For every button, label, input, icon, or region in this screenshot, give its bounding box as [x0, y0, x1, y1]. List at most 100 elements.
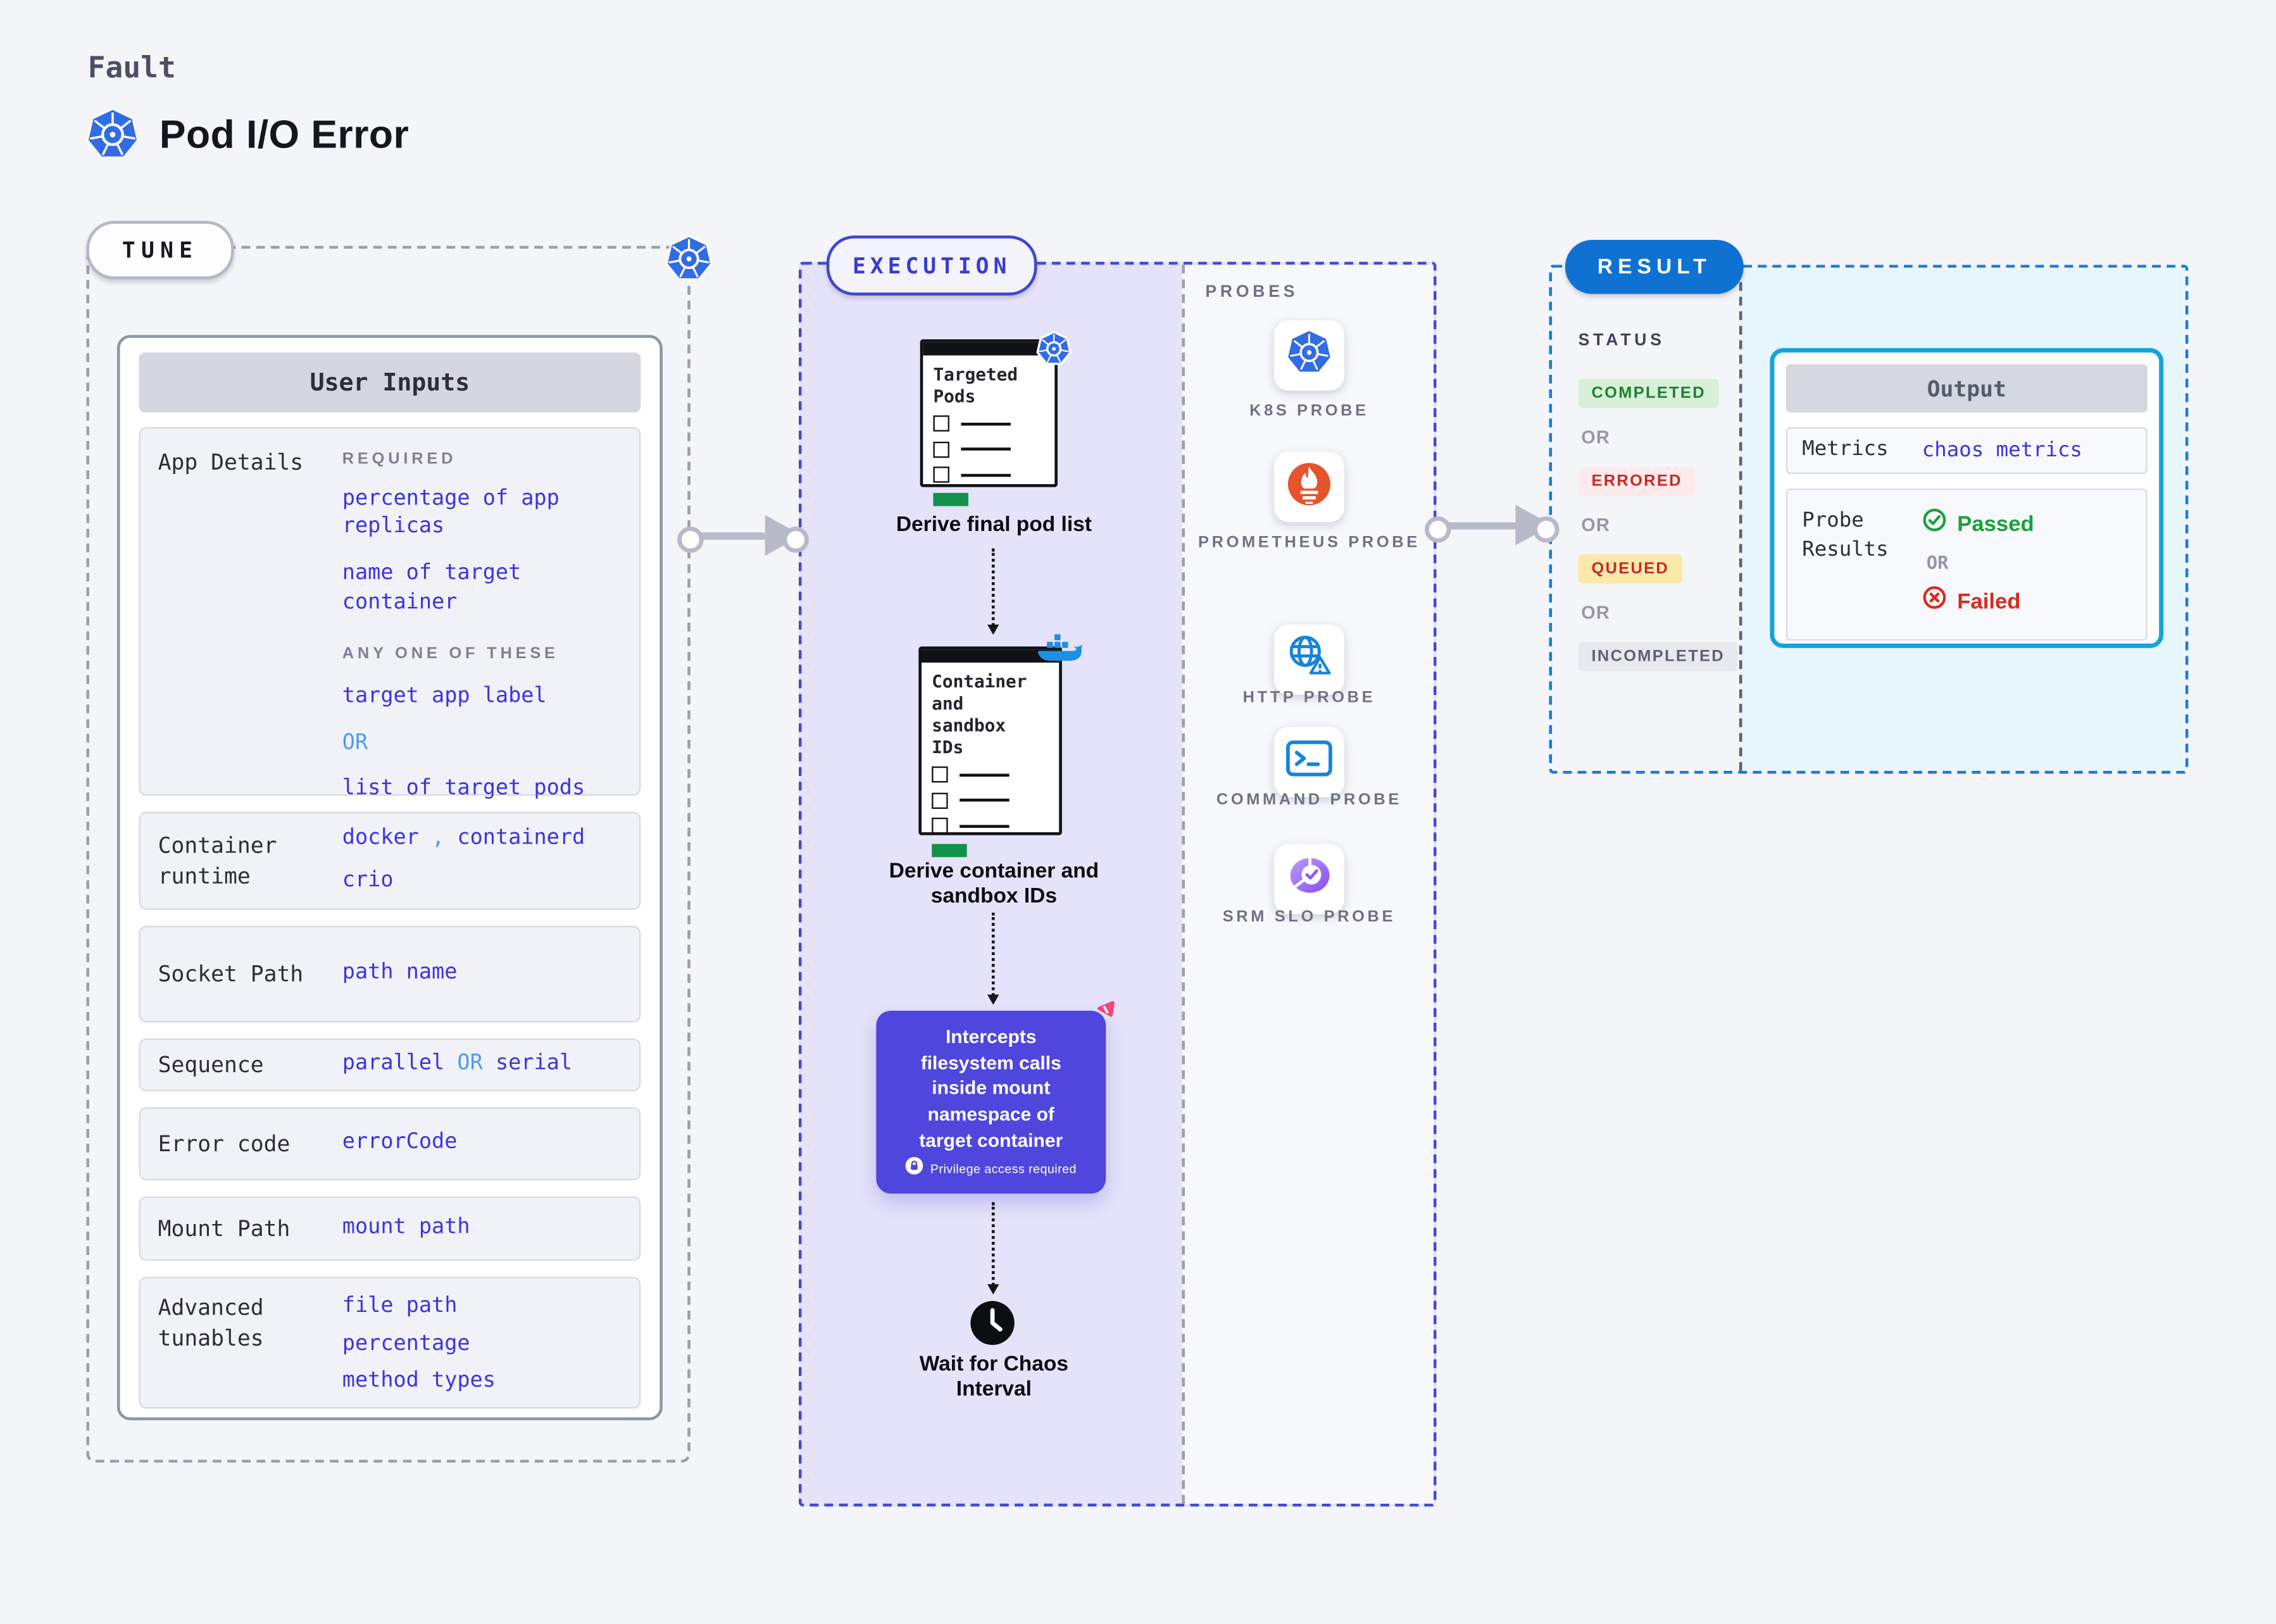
probes-panel: PROBES K8S PROBE PROMETHEUS PROBE HTTP P…	[1182, 265, 1434, 1504]
checkbox-icon	[932, 817, 948, 834]
arrow-line	[690, 532, 767, 539]
list-line	[961, 422, 1011, 425]
advanced-tunables-values: file path percentage method types	[322, 1293, 603, 1392]
dotted-connector	[986, 913, 999, 1005]
runtime-separator: ,	[432, 827, 445, 851]
step-caption: Derive container and sandbox IDs	[801, 860, 1186, 911]
probe-card-prometheus	[1273, 452, 1344, 523]
execution-section: EXECUTION Targeted Pods Derive final pod…	[798, 235, 1437, 1507]
option-item: list of target pods	[342, 777, 585, 801]
failed-x-icon	[1922, 585, 1947, 617]
runtime-value: docker	[342, 827, 419, 851]
clipboard-checklist	[923, 408, 1054, 483]
tune-label-text: TUNE	[122, 237, 199, 263]
runtime-value: containerd	[457, 827, 585, 851]
privilege-note-text: Privilege access required	[930, 1161, 1077, 1177]
probe-label: COMMAND PROBE	[1216, 791, 1403, 809]
status-badge-completed: COMPLETED	[1578, 378, 1719, 408]
result-section-label: RESULT	[1565, 240, 1744, 294]
fault-kicker: Fault	[87, 49, 176, 85]
result-label-text: RESULT	[1597, 255, 1711, 279]
green-bar	[932, 843, 967, 857]
or-separator: OR	[457, 1052, 483, 1076]
socket-path-value: path name	[342, 961, 458, 985]
row-mount-path: Mount Path mount path	[139, 1196, 641, 1261]
step-targeted-pods: Targeted Pods	[920, 330, 1072, 506]
or-separator: OR	[1581, 603, 1610, 623]
user-inputs-card: User Inputs App Details REQUIRED percent…	[116, 335, 663, 1421]
output-card: Output Metrics chaos metrics Probe Resul…	[1770, 348, 2164, 648]
output-header: Output	[1785, 364, 2148, 413]
probe-card-k8s	[1273, 320, 1344, 391]
status-heading: STATUS	[1578, 332, 1665, 350]
green-bar	[933, 492, 968, 506]
clipboard-checklist	[922, 759, 1059, 834]
step-caption-text: Wait for Chaos Interval	[919, 1352, 1069, 1402]
socket-path-label: Socket Path	[158, 960, 304, 987]
step-caption-text: Derive container and sandbox IDs	[889, 859, 1099, 909]
list-line	[960, 798, 1010, 802]
app-details-label: App Details	[158, 449, 304, 476]
checkbox-icon	[932, 766, 948, 783]
privilege-note: Privilege access required	[876, 1156, 1106, 1182]
row-error-code: Error code errorCode	[139, 1107, 641, 1181]
terminal-icon	[1285, 740, 1332, 784]
checkbox-icon	[933, 440, 949, 458]
container-runtime-values: docker , containerd crio	[322, 825, 603, 896]
lock-icon	[905, 1156, 923, 1182]
result-section: RESULT STATUS COMPLETED OR ERRORED OR QU…	[1549, 240, 2189, 774]
mount-path-label: Mount Path	[158, 1215, 291, 1241]
list-line	[961, 473, 1011, 477]
clipboard-title: Targeted Pods	[933, 364, 1018, 407]
clipboard-top-bar	[923, 342, 1055, 356]
or-separator: OR	[1581, 515, 1610, 535]
dotted-connector	[986, 1202, 999, 1295]
status-badge-incompleted: INCOMPLETED	[1578, 642, 1738, 671]
dotted-connector	[986, 548, 999, 635]
step-container-sandbox-ids: Container and sandbox IDs	[918, 634, 1083, 857]
kubernetes-icon	[1285, 328, 1332, 383]
arrow-end-ring	[1533, 516, 1560, 543]
status-badge-queued: QUEUED	[1578, 554, 1682, 584]
intercept-text: Intercepts filesystem calls inside mount…	[919, 1025, 1063, 1151]
arrow-line	[1437, 521, 1517, 529]
list-line	[961, 447, 1011, 451]
advanced-value: file path	[342, 1294, 458, 1318]
execution-section-label: EXECUTION	[826, 235, 1037, 296]
passed-check-icon	[1922, 508, 1947, 540]
kubernetes-icon	[85, 107, 141, 163]
kubernetes-icon	[1035, 330, 1072, 374]
probe-label: K8S PROBE	[1249, 402, 1369, 420]
clock-icon	[970, 1301, 1015, 1353]
required-item: percentage of app replicas	[342, 487, 560, 539]
checkbox-icon	[932, 792, 948, 808]
probe-card-command	[1273, 727, 1344, 797]
kubernetes-icon	[664, 234, 714, 284]
metrics-value: chaos metrics	[1922, 439, 2083, 463]
litmus-chaos-icon	[1094, 999, 1118, 1030]
row-advanced-tunables: Advanced tunables file path percentage m…	[139, 1277, 641, 1409]
sequence-label: Sequence	[158, 1051, 264, 1078]
mount-path-value: mount path	[342, 1216, 470, 1240]
execution-to-result-arrow	[1425, 503, 1560, 547]
checkbox-icon	[933, 466, 949, 483]
execution-label-text: EXECUTION	[853, 252, 1011, 279]
probe-label: HTTP PROBE	[1242, 689, 1376, 707]
required-item: name of target container	[342, 561, 522, 614]
clipboard-title: Container and sandbox IDs	[932, 671, 1027, 758]
status-badge-errored: ERRORED	[1578, 466, 1696, 496]
metrics-row: Metrics chaos metrics	[1785, 427, 2148, 474]
clipboard-top-bar	[921, 649, 1060, 663]
tune-section: TUNE User Inputs App Details REQUIRED pe…	[86, 220, 713, 1463]
probes-heading: PROBES	[1205, 284, 1299, 302]
arrow-end-ring	[782, 526, 810, 553]
list-line	[960, 773, 1010, 777]
probe-card-srm-slo	[1273, 844, 1344, 915]
or-separator: OR	[1581, 427, 1610, 448]
error-code-label: Error code	[158, 1130, 291, 1156]
status-column: STATUS COMPLETED OR ERRORED OR QUEUED OR…	[1552, 268, 1739, 771]
passed-text: Passed	[1957, 511, 2034, 537]
probe-label: SRM SLO PROBE	[1222, 908, 1396, 926]
row-app-details: App Details REQUIRED percentage of app r…	[139, 427, 641, 800]
sequence-value: serial	[495, 1052, 573, 1076]
